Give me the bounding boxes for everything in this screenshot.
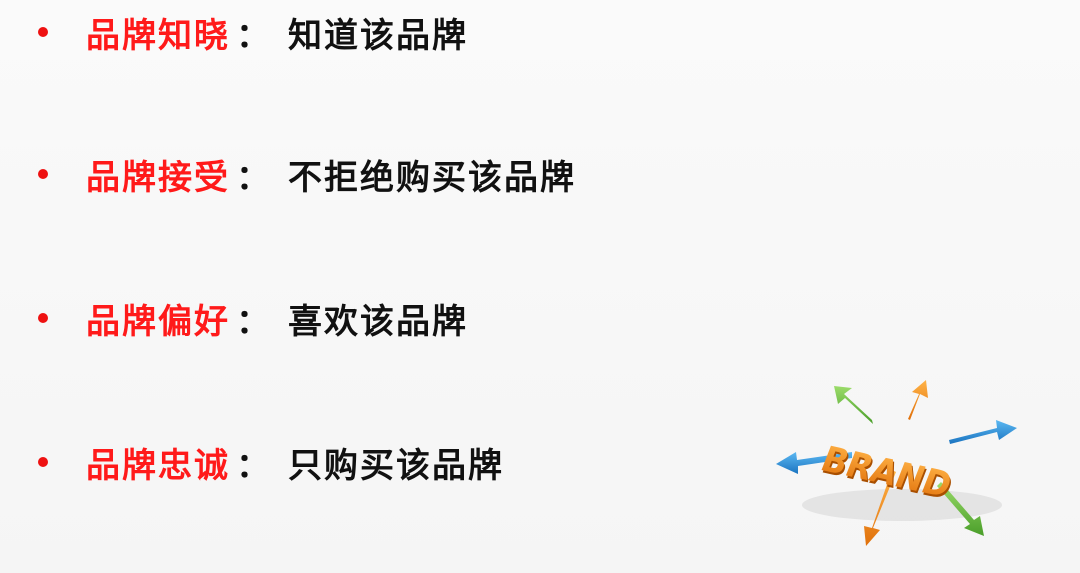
list-item-acceptance: 品牌接受 ： 不拒绝购买该品牌: [38, 144, 576, 204]
green-arrow-icon: [834, 386, 873, 424]
bullet-icon: [38, 313, 48, 323]
term: 品牌知晓: [86, 15, 230, 56]
bullet-list: 品牌知晓 ： 知道该品牌 品牌接受 ： 不拒绝购买该品牌 品牌偏好 ： 喜欢该品…: [38, 0, 798, 573]
description: 只购买该品牌: [288, 445, 504, 486]
orange-arrow-icon: [864, 470, 896, 546]
term: 品牌偏好: [86, 301, 230, 342]
description: 知道该品牌: [288, 15, 468, 56]
description: 喜欢该品牌: [288, 301, 468, 342]
colon: ：: [236, 445, 270, 486]
orange-arrow-icon: [908, 380, 928, 420]
colon: ：: [236, 157, 270, 198]
list-item-awareness: 品牌知晓 ： 知道该品牌: [38, 2, 468, 62]
bullet-icon: [38, 169, 48, 179]
bullet-icon: [38, 27, 48, 37]
bullet-icon: [38, 457, 48, 467]
description: 不拒绝购买该品牌: [288, 157, 576, 198]
list-item-loyalty: 品牌忠诚 ： 只购买该品牌: [38, 432, 504, 492]
list-item-preference: 品牌偏好 ： 喜欢该品牌: [38, 288, 468, 348]
brand-arrows-illustration: BRAND BRAND: [776, 380, 1017, 546]
green-arrow-icon: [937, 482, 984, 536]
blue-arrow-icon: [776, 452, 852, 474]
colon: ：: [236, 15, 270, 56]
blue-arrow-icon: [949, 420, 1017, 444]
term: 品牌接受: [86, 157, 230, 198]
colon: ：: [236, 301, 270, 342]
term: 品牌忠诚: [86, 445, 230, 486]
